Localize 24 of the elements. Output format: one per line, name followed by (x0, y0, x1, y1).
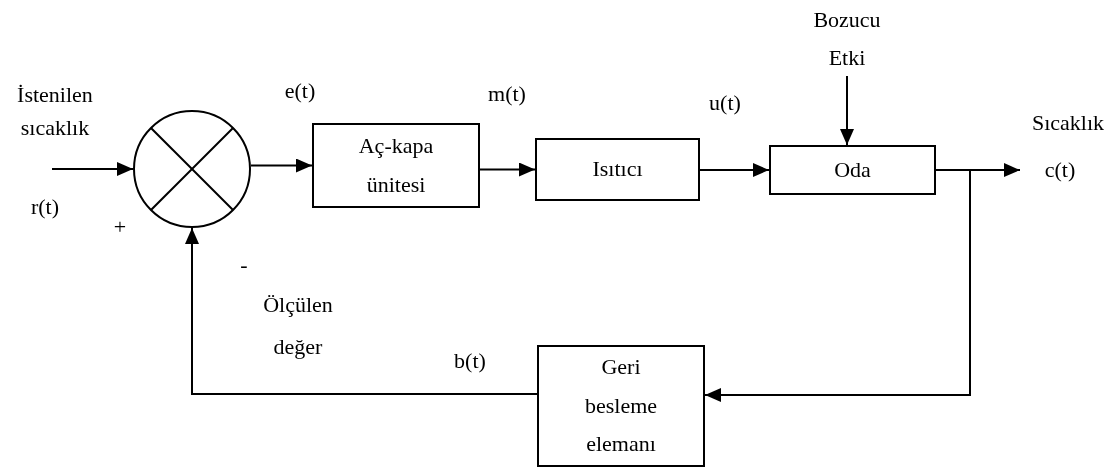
signal-label: r(t) (29, 193, 61, 221)
process-box: Geri besleme elemanı (537, 345, 705, 467)
signal-label: m(t) (487, 80, 527, 108)
signal-label: b(t) (453, 347, 487, 375)
arrow (704, 169, 971, 402)
signal-label: c(t) (1030, 152, 1090, 188)
sign-label: - (239, 251, 249, 279)
arrow (699, 163, 770, 177)
arrow (840, 75, 854, 146)
process-box: Isıtıcı (535, 138, 700, 201)
signal-label: u(t) (708, 89, 742, 117)
arrow (250, 158, 313, 173)
arrow (51, 162, 134, 176)
input-label: İstenilen sıcaklık (16, 81, 94, 142)
signal-label: Bozucu Etki (797, 2, 897, 76)
process-box: Aç-kapa ünitesi (312, 123, 480, 208)
feedback-label: Ölçülen değer (262, 291, 334, 361)
process-box: Oda (769, 145, 936, 195)
arrow (479, 162, 536, 177)
sign-label: + (112, 213, 128, 241)
output-label: Sıcaklık (1030, 109, 1106, 137)
summing-junction-circle (133, 110, 251, 228)
arrow (185, 227, 538, 395)
signal-label: e(t) (283, 77, 317, 105)
